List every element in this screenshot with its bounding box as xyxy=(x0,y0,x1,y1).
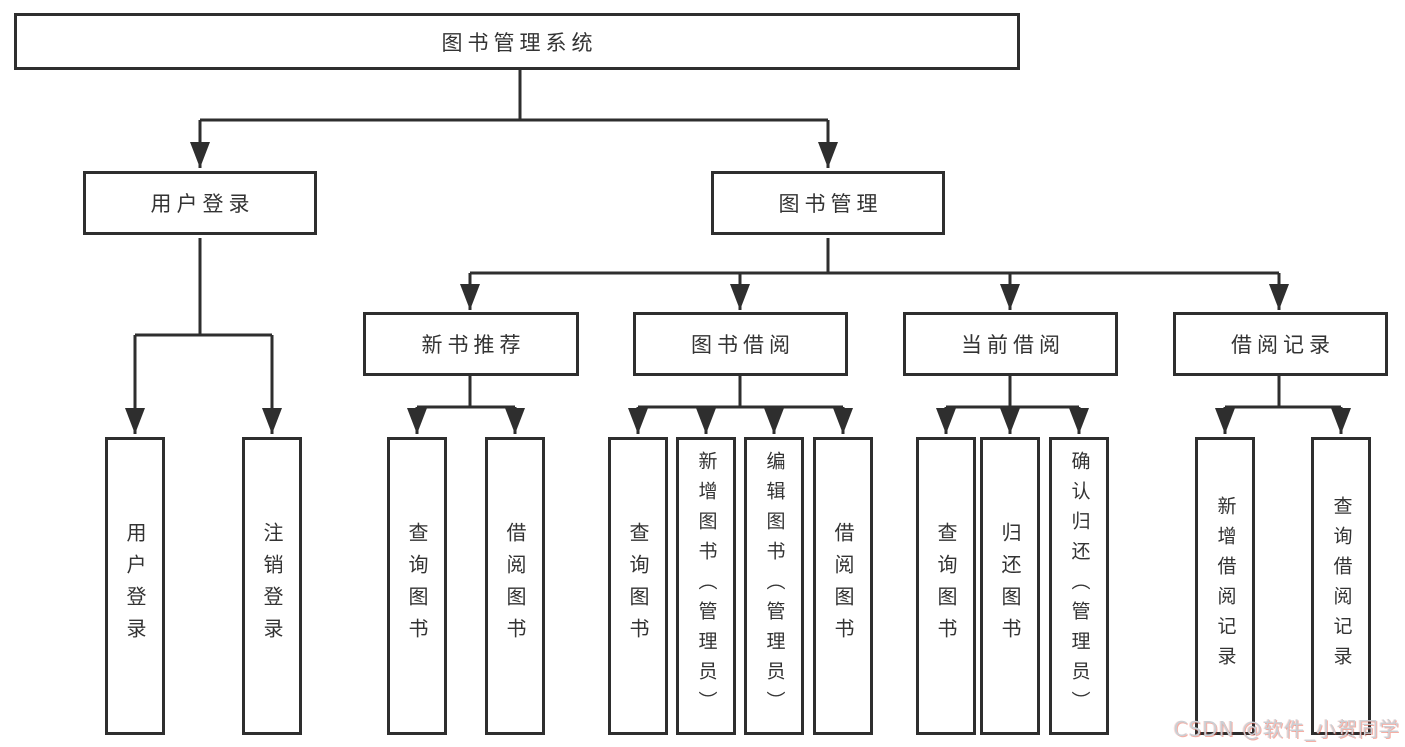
leaf-borrow-books-borrowing: 借阅图书 xyxy=(813,437,873,735)
leaf-query-borrow-record-label: 查询借阅记录 xyxy=(1330,496,1353,676)
leaf-user-login-label: 用户登录 xyxy=(123,522,147,650)
connector-lines xyxy=(133,70,1343,434)
node-borrowing-records: 借阅记录 xyxy=(1173,312,1388,376)
leaf-borrow-books-borrowing-label: 借阅图书 xyxy=(831,522,855,650)
leaf-logout-label: 注销登录 xyxy=(260,522,284,650)
leaf-logout: 注销登录 xyxy=(242,437,302,735)
node-book-management: 图书管理 xyxy=(711,171,945,235)
leaf-query-books-current-label: 查询图书 xyxy=(934,522,958,650)
leaf-return-books: 归还图书 xyxy=(980,437,1040,735)
leaf-add-books-admin: 新增图书（管理员） xyxy=(676,437,736,735)
leaf-user-login: 用户登录 xyxy=(105,437,165,735)
leaf-add-books-admin-label: 新增图书（管理员） xyxy=(695,451,718,721)
leaf-borrow-books-recommend: 借阅图书 xyxy=(485,437,545,735)
leaf-query-borrow-record: 查询借阅记录 xyxy=(1311,437,1371,735)
leaf-add-borrow-record-label: 新增借阅记录 xyxy=(1214,496,1237,676)
leaf-query-books-current: 查询图书 xyxy=(916,437,976,735)
leaf-query-books-recommend-label: 查询图书 xyxy=(405,522,429,650)
leaf-confirm-return-admin-label: 确认归还（管理员） xyxy=(1068,451,1091,721)
leaf-query-books-recommend: 查询图书 xyxy=(387,437,447,735)
leaf-return-books-label: 归还图书 xyxy=(998,522,1022,650)
node-current-borrowing: 当前借阅 xyxy=(903,312,1118,376)
csdn-watermark: CSDN @软件_小贺同学 xyxy=(1173,717,1400,741)
leaf-borrow-books-recommend-label: 借阅图书 xyxy=(503,522,527,650)
leaf-query-books-borrowing: 查询图书 xyxy=(608,437,668,735)
leaf-confirm-return-admin: 确认归还（管理员） xyxy=(1049,437,1109,735)
leaf-edit-books-admin-label: 编辑图书（管理员） xyxy=(763,451,786,721)
node-new-book-recommendation: 新书推荐 xyxy=(363,312,579,376)
leaf-add-borrow-record: 新增借阅记录 xyxy=(1195,437,1255,735)
leaf-edit-books-admin: 编辑图书（管理员） xyxy=(744,437,804,735)
leaf-query-books-borrowing-label: 查询图书 xyxy=(626,522,650,650)
node-user-login: 用户登录 xyxy=(83,171,317,235)
node-book-borrowing: 图书借阅 xyxy=(633,312,848,376)
arrowhead-icons xyxy=(125,142,1351,434)
node-library-management-system: 图书管理系统 xyxy=(14,13,1020,70)
